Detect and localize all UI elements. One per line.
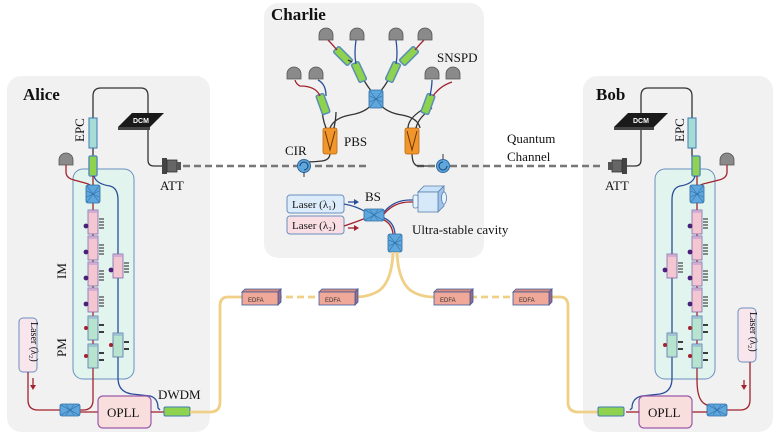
bob-laser — [737, 307, 757, 363]
bob-detector — [719, 152, 735, 166]
bob-dcm: DCM — [614, 113, 668, 130]
alice-coupler — [85, 184, 101, 204]
charlie-laser-2 — [286, 215, 345, 235]
bob-laser-label: Laser (λ₂) — [747, 312, 758, 352]
alice-att-label: ATT — [160, 178, 184, 193]
charlie-lower-coupler — [387, 233, 403, 253]
quantum-channel-label-1: Quantum — [507, 131, 555, 146]
svg-text:DCM: DCM — [133, 118, 149, 125]
charlie-laser-1-label: Laser (λ₁) — [292, 199, 336, 211]
alice-pm-label: PM — [54, 338, 69, 357]
alice-output-coupler — [59, 403, 81, 417]
alice-dwdm-label: DWDM — [158, 387, 201, 402]
alice-dcm: DCM — [118, 113, 164, 130]
charlie-pbs-right — [404, 127, 420, 155]
charlie-cir-label: CIR — [285, 143, 307, 158]
charlie-snspd-label: SNSPD — [437, 50, 477, 65]
bob-att-label: ATT — [605, 178, 629, 193]
reference-fiber-to-bob — [395, 251, 450, 299]
edfa-1: EDFA — [241, 288, 282, 306]
charlie-snspd-6 — [417, 27, 433, 41]
bob-epc-label: EPC — [672, 118, 687, 142]
charlie-snspd-4 — [349, 27, 365, 41]
alice-im-label: IM — [54, 263, 69, 279]
charlie-title: Charlie — [271, 5, 326, 24]
charlie-snspd-7 — [424, 66, 440, 80]
alice-epc — [88, 117, 98, 149]
charlie-laser-2-label: Laser (λ₂) — [292, 220, 336, 232]
charlie-pbs-left — [322, 127, 338, 155]
edfa-4: EDFA — [512, 288, 553, 306]
edfa-2: EDFA — [318, 288, 359, 306]
bob-title: Bob — [596, 85, 625, 104]
alice-detector — [58, 152, 74, 166]
bob-opll-label: OPLL — [648, 405, 681, 420]
bob-epc — [687, 117, 697, 149]
charlie-pbs-label: PBS — [344, 134, 367, 149]
reference-fiber-to-alice — [336, 251, 395, 299]
charlie-snspd-2 — [308, 66, 324, 80]
alice-dwdm — [163, 406, 191, 417]
svg-text:EDFA: EDFA — [519, 298, 535, 304]
bob-dwdm — [597, 406, 625, 417]
svg-text:EDFA: EDFA — [248, 298, 264, 304]
svg-text:EDFA: EDFA — [440, 298, 456, 304]
alice-title: Alice — [23, 85, 60, 104]
charlie-bs — [363, 208, 385, 222]
alice-laser-arrow — [30, 385, 36, 390]
charlie-cir-right — [436, 154, 450, 173]
alice-laser-label: Laser (λ₂) — [28, 322, 39, 362]
bob-wdm-filter — [691, 155, 701, 177]
charlie-central-bs — [368, 89, 384, 109]
charlie-cir-left — [297, 159, 311, 177]
charlie-bs-label: BS — [365, 189, 381, 204]
charlie-snspd-1 — [286, 66, 302, 80]
charlie-cavity-label: Ultra-stable cavity — [412, 222, 509, 237]
bob-output-coupler — [706, 403, 728, 417]
svg-text:DCM: DCM — [633, 118, 649, 125]
alice-wdm-filter — [88, 155, 98, 177]
alice-opll-label: OPLL — [107, 405, 140, 420]
charlie-snspd-8 — [445, 66, 461, 80]
svg-text:EDFA: EDFA — [325, 298, 341, 304]
charlie-ultra-stable-cavity — [412, 185, 447, 213]
charlie-snspd-5 — [388, 27, 404, 41]
charlie-snspd-3 — [318, 27, 334, 41]
bob-laser-arrow — [741, 385, 747, 390]
edfa-3: EDFA — [433, 288, 474, 306]
bob-coupler — [689, 184, 705, 204]
alice-epc-label: EPC — [72, 118, 87, 142]
quantum-channel-label-2: Channel — [507, 149, 551, 164]
